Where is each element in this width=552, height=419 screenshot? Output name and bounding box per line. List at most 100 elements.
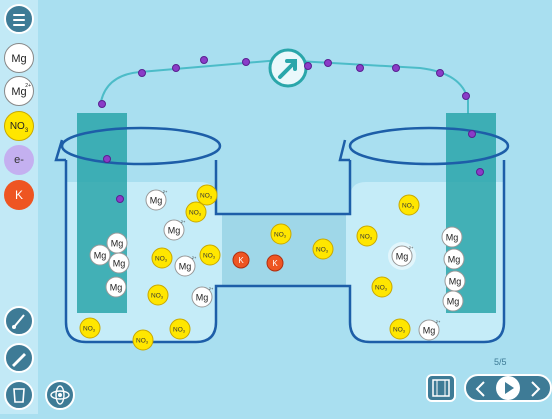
- electron: [356, 64, 364, 72]
- nitrate-ion: [389, 318, 411, 340]
- magnesium-atom: [105, 276, 127, 298]
- particle-label: Mg: [113, 258, 126, 268]
- nitrate-ion: [196, 184, 218, 206]
- nitrate-ion: [147, 284, 169, 306]
- nitrate-ion: [270, 223, 292, 245]
- particle-label: Mg: [150, 195, 163, 205]
- particle-label: NO3: [83, 326, 96, 333]
- nitrate-ion: [371, 276, 393, 298]
- electron: [324, 59, 332, 67]
- particle-label: Mg: [447, 296, 460, 306]
- right-beaker-rim: [348, 126, 510, 166]
- left-beaker-rim: [60, 126, 222, 166]
- particle-charge: 2+: [409, 245, 414, 250]
- particle-label: Mg: [94, 250, 107, 260]
- particle-label: Mg: [446, 232, 459, 242]
- legend-label: Mg: [11, 86, 27, 98]
- electron: [172, 64, 180, 72]
- electron: [468, 130, 476, 138]
- electron: [98, 100, 106, 108]
- hamburger-menu-icon[interactable]: [4, 4, 34, 34]
- legend-potassium[interactable]: K: [4, 180, 34, 210]
- particle-label: NO3: [189, 210, 202, 217]
- wire: [99, 58, 469, 114]
- particle-label: Mg: [423, 325, 436, 335]
- pen-tool-icon[interactable]: [4, 343, 34, 373]
- meter-arrow-icon: [278, 59, 297, 79]
- beaker-tool-icon[interactable]: [4, 380, 34, 410]
- particle-label: NO3: [375, 285, 388, 292]
- particle-label: NO3: [203, 253, 216, 260]
- particle-label: K: [272, 259, 278, 268]
- potassium-ion: [266, 254, 284, 272]
- magnesium-atom: [442, 290, 464, 312]
- particle-label: NO3: [200, 193, 213, 200]
- particle-charge: 2+: [436, 319, 441, 324]
- magnesium-ion: [191, 286, 213, 308]
- electron: [476, 168, 484, 176]
- atom-tool-icon[interactable]: [45, 380, 75, 410]
- electron: [200, 56, 208, 64]
- electron: [436, 69, 444, 77]
- nitrate-ion: [132, 329, 154, 351]
- nitrate-ion: [398, 194, 420, 216]
- electron: [304, 62, 312, 70]
- legend-label: K: [14, 188, 23, 202]
- nitrate-ion: [169, 318, 191, 340]
- legend-subscript: 3: [24, 128, 29, 134]
- magnesium-atom: [108, 252, 130, 274]
- particle-charge: 2+: [163, 189, 168, 194]
- electron: [242, 58, 250, 66]
- play-icon[interactable]: [496, 376, 520, 400]
- magnesium-atom: [441, 226, 463, 248]
- playback-controls: [464, 374, 552, 402]
- electron: [392, 64, 400, 72]
- magnesium-atom: [89, 244, 111, 266]
- nitrate-ion: [356, 225, 378, 247]
- particle-label: Mg: [196, 292, 209, 302]
- nitrate-ion: [312, 238, 334, 260]
- legend-label: NO: [9, 121, 25, 132]
- left-beaker-spout: [54, 139, 66, 162]
- particle-charge: 2+: [181, 219, 186, 224]
- nitrate-ion: [199, 244, 221, 266]
- electron: [116, 195, 124, 203]
- particle-label: Mg: [168, 225, 181, 235]
- particle-label: Mg: [110, 282, 123, 292]
- legend-electron[interactable]: e-: [4, 145, 34, 175]
- electron: [138, 69, 146, 77]
- particle-label: NO3: [155, 256, 168, 263]
- legend-mg-atom[interactable]: Mg: [4, 43, 34, 73]
- legend-nitrate[interactable]: NO3: [4, 111, 34, 141]
- next-icon[interactable]: [528, 379, 542, 404]
- magnesium-ion: [174, 255, 196, 277]
- particle-label: Mg: [179, 261, 192, 271]
- particle-label: Mg: [396, 251, 409, 261]
- particle-label: NO3: [360, 234, 373, 241]
- magnesium-ion: [391, 245, 413, 267]
- particle-label: NO3: [173, 327, 186, 334]
- nitrate-ion: [79, 317, 101, 339]
- potassium-ion: [232, 251, 250, 269]
- particle-charge: 2+: [209, 286, 214, 291]
- particle-label: NO3: [402, 203, 415, 210]
- film-icon[interactable]: [426, 374, 456, 402]
- particle-label: Mg: [448, 254, 461, 264]
- right-beaker-spout: [338, 139, 350, 162]
- legend-label: Mg: [11, 53, 27, 65]
- particle-label: NO3: [316, 247, 329, 254]
- particle-label: K: [238, 256, 244, 265]
- magnesium-ion: [163, 219, 185, 241]
- particle-label: NO3: [274, 232, 287, 239]
- nitrate-ion: [185, 201, 207, 223]
- wire-tool-icon[interactable]: [4, 306, 34, 336]
- particle-label: NO3: [136, 338, 149, 345]
- nitrate-ion: [151, 247, 173, 269]
- previous-icon[interactable]: [474, 379, 488, 404]
- particle-label: NO3: [151, 293, 164, 300]
- particle-label: Mg: [111, 238, 124, 248]
- legend-charge: 2+: [25, 83, 31, 89]
